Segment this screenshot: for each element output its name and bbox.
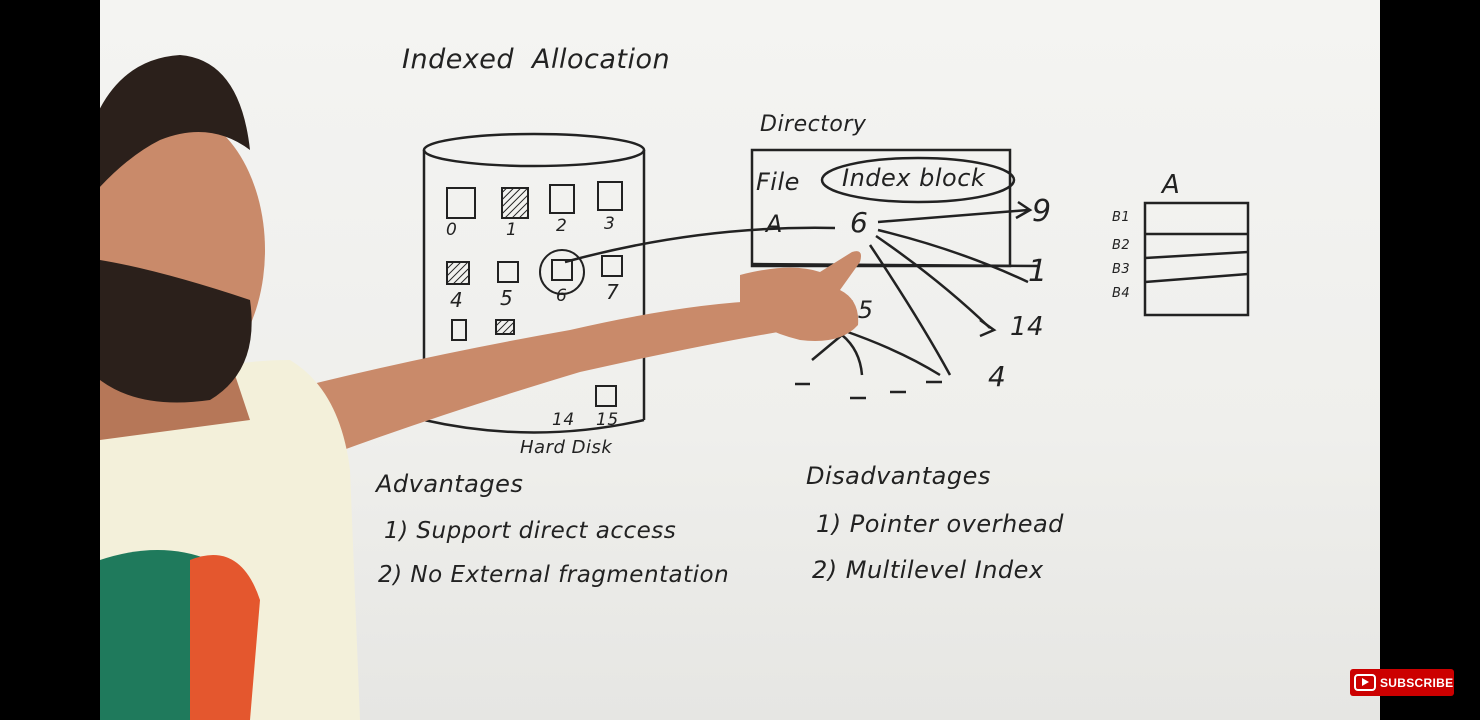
directory-row-file: A: [766, 210, 783, 238]
file-a-row-b3: B3: [1112, 262, 1131, 277]
block-label-15: 15: [596, 410, 619, 430]
block-label-14: 14: [552, 410, 575, 430]
advantage-item-1: 1) Support direct access: [384, 518, 677, 544]
hard-disk-label: Hard Disk: [520, 437, 613, 458]
title-allocation: Allocation: [532, 44, 671, 75]
file-a-block-table: [1143, 201, 1250, 317]
title-indexed: Indexed: [402, 44, 515, 75]
block-label-4: 4: [450, 288, 464, 312]
index-target-9: 9: [1032, 194, 1052, 229]
directory-col-index-block: Index block: [842, 164, 986, 192]
block-label-6: 6: [556, 286, 568, 306]
whiteboard: Indexed Allocation 0 1 2 3 4 5 6 7 14 15…: [100, 0, 1380, 720]
block-label-5: 5: [500, 286, 514, 310]
directory-row-index: 6: [850, 206, 869, 239]
block-label-1: 1: [506, 220, 518, 240]
directory-label: Directory: [760, 112, 867, 137]
subscribe-label: SUBSCRIBE: [1380, 675, 1454, 690]
advantages-heading: Advantages: [376, 470, 524, 498]
file-a-title: A: [1162, 170, 1181, 200]
index-target-4: 4: [988, 360, 1007, 393]
subscribe-button[interactable]: SUBSCRIBE: [1350, 669, 1454, 696]
disk-blocks: [446, 181, 623, 407]
file-a-row-b1: B1: [1112, 210, 1131, 225]
youtube-play-icon: [1354, 674, 1376, 691]
advantage-item-2: 2) No External fragmentation: [378, 562, 730, 588]
disadvantage-item-1: 1) Pointer overhead: [816, 510, 1064, 538]
presenter: [100, 55, 861, 720]
board-drawings: [422, 132, 1250, 434]
index-target-14: 14: [1010, 312, 1045, 342]
block-label-3: 3: [604, 214, 616, 234]
disadvantage-item-2: 2) Multilevel Index: [812, 556, 1044, 584]
directory-col-file: File: [756, 168, 800, 196]
disadvantages-heading: Disadvantages: [806, 462, 991, 490]
file-a-row-b4: B4: [1112, 286, 1131, 301]
file-a-row-b2: B2: [1112, 238, 1131, 253]
index-target-1: 1: [1028, 254, 1048, 289]
block-label-0: 0: [446, 220, 458, 240]
block-label-7: 7: [606, 280, 620, 304]
pointer-lines: [564, 200, 1033, 400]
block-label-2: 2: [556, 216, 568, 236]
